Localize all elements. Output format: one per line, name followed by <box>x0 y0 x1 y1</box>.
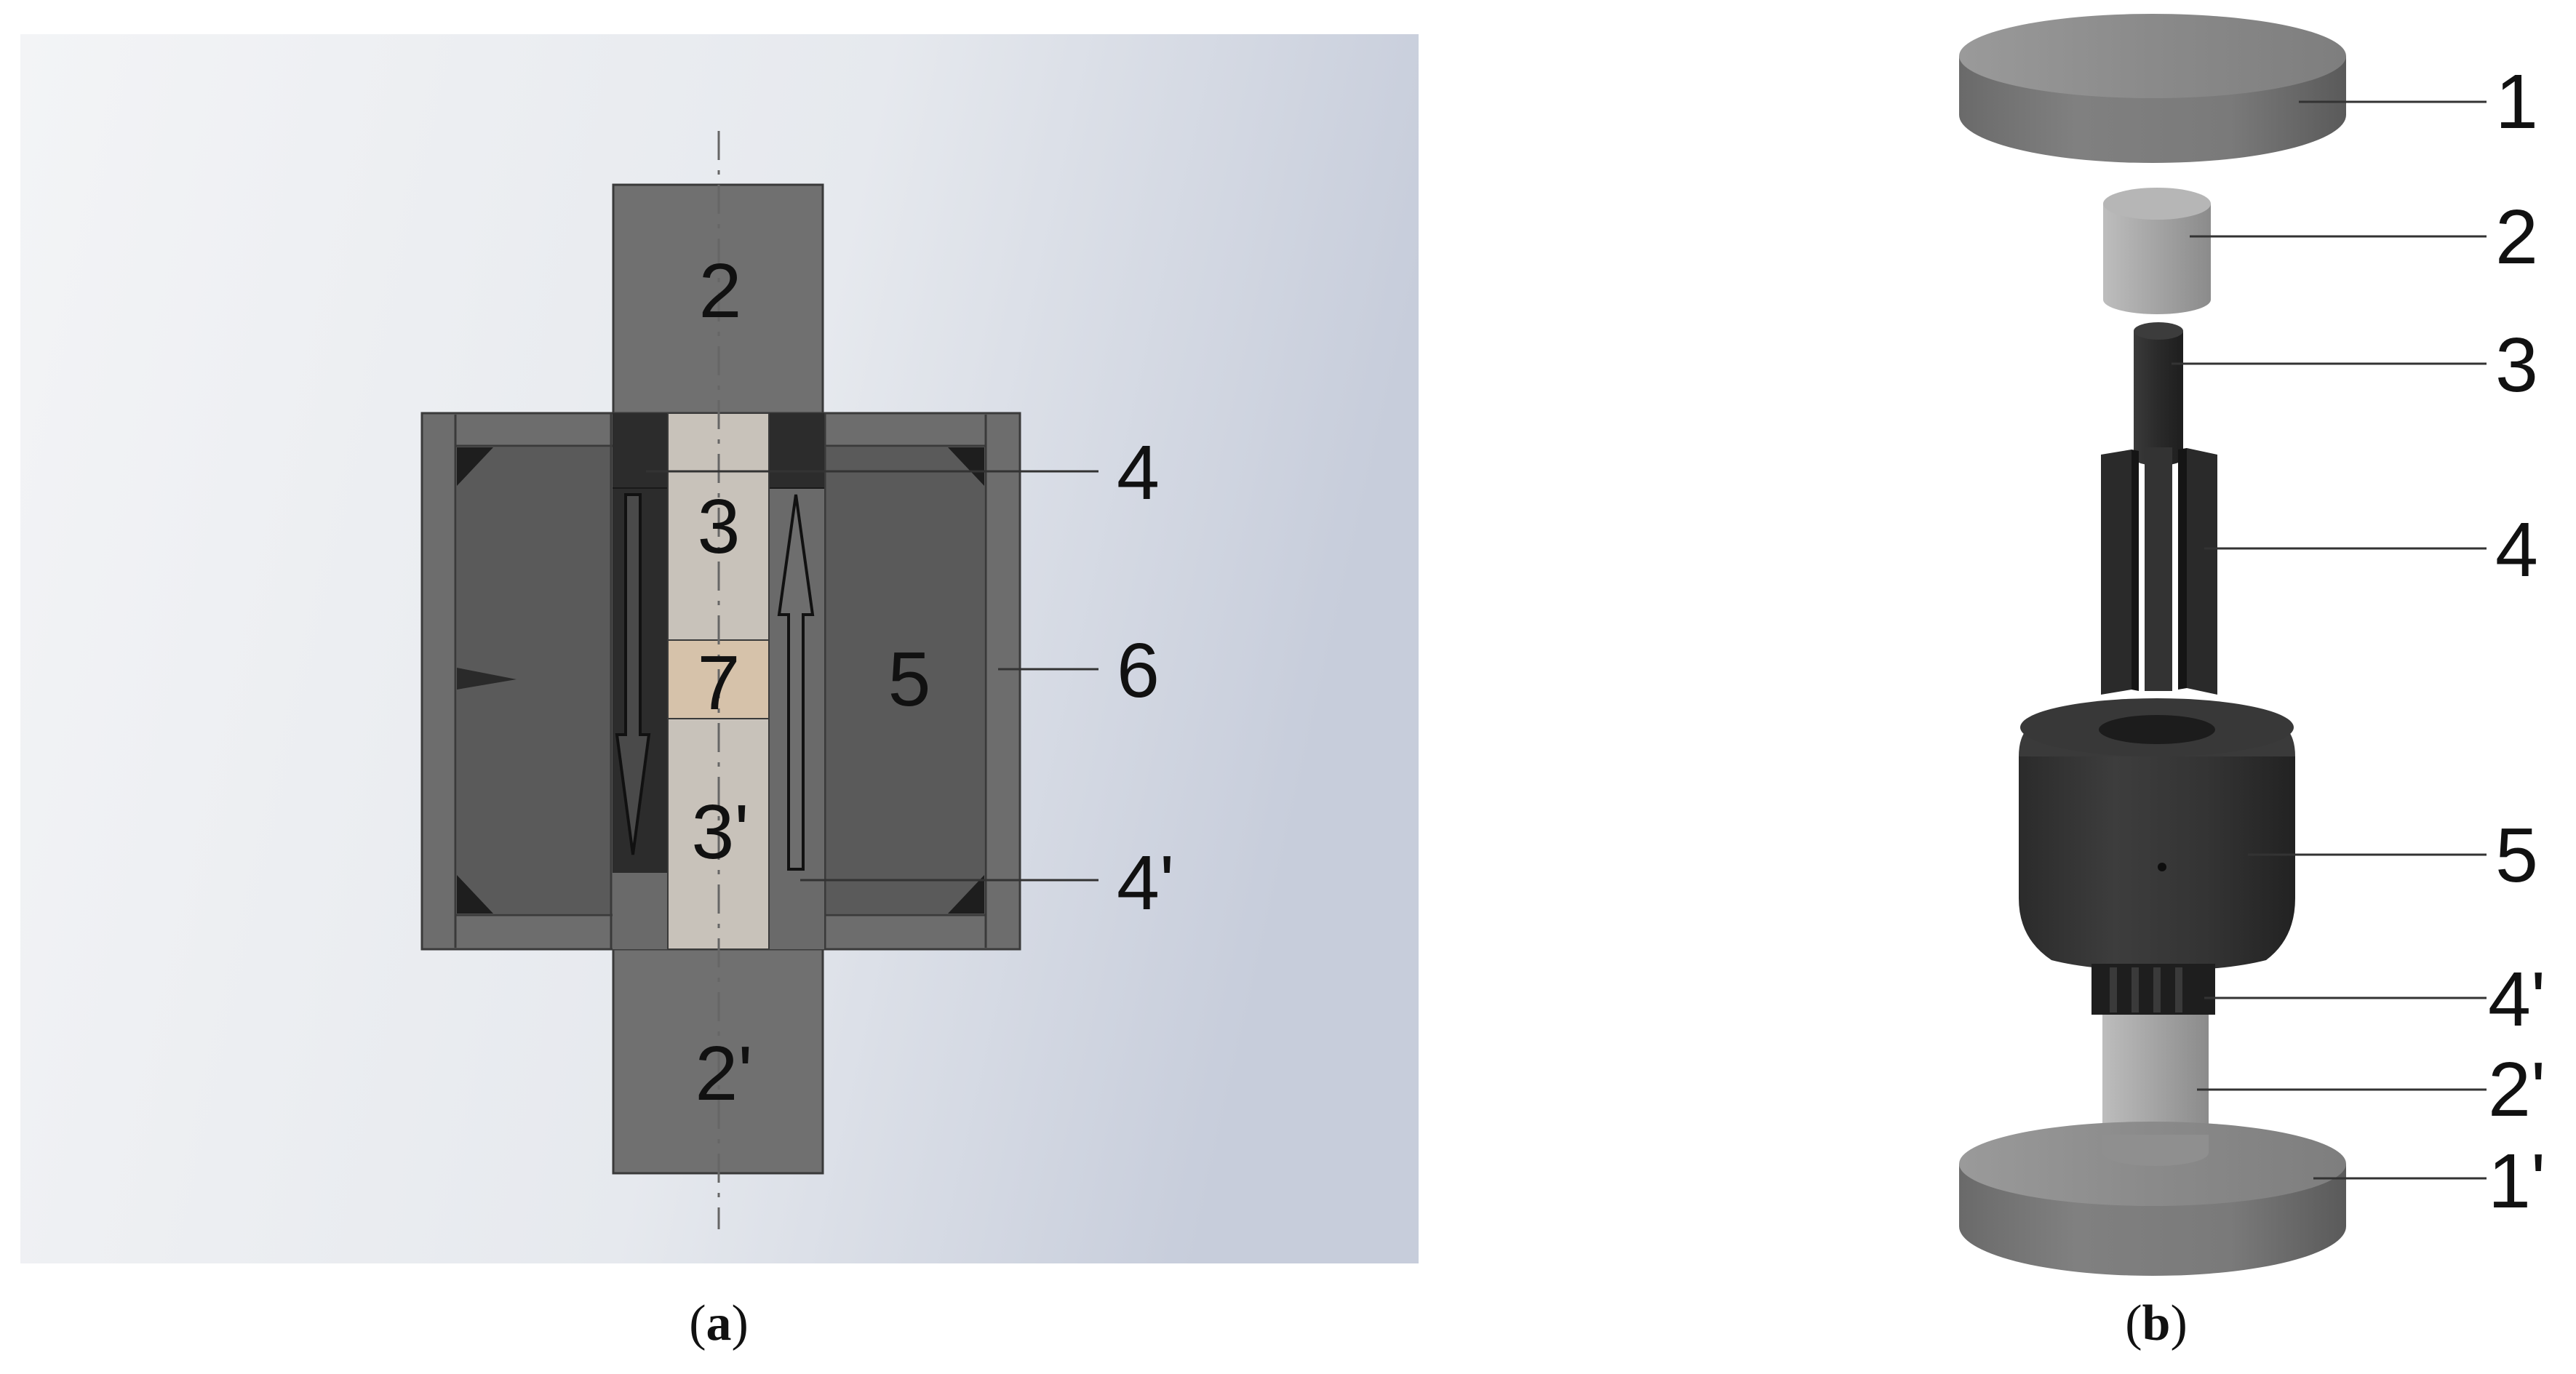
corner-wedge-bl <box>457 875 493 914</box>
caption-b-open: ( <box>2125 1295 2142 1351</box>
block-hole <box>2158 863 2166 871</box>
plate-1prime <box>1959 1122 2346 1276</box>
label-2prime: 2' <box>695 1031 752 1117</box>
segments-4prime <box>2091 964 2215 1015</box>
caption-a-open: ( <box>689 1295 706 1351</box>
callout-b4: 4 <box>2495 507 2538 593</box>
label-2: 2 <box>699 248 742 334</box>
label-5: 5 <box>888 636 931 722</box>
caption-a-close: ) <box>732 1295 749 1351</box>
punch-2 <box>2103 188 2211 314</box>
inner-block-right-5 <box>825 447 984 914</box>
rod-3 <box>2134 322 2183 466</box>
corner-wedge-tl <box>457 447 493 486</box>
arrow-up-icon <box>777 494 815 871</box>
label-3prime: 3' <box>691 789 749 875</box>
callout-4prime: 4' <box>1117 840 1174 926</box>
corner-wedge-br <box>948 875 984 914</box>
callout-b2: 2 <box>2495 194 2538 280</box>
callout-b4prime: 4' <box>2488 956 2545 1042</box>
segment-4-right <box>769 413 824 488</box>
caption-a: (a) <box>689 1295 749 1351</box>
caption-a-letter: a <box>706 1295 732 1351</box>
label-3: 3 <box>698 484 741 570</box>
caption-b-close: ) <box>2170 1295 2187 1351</box>
punch-2prime <box>2102 1015 2209 1138</box>
callout-b5: 5 <box>2495 812 2538 898</box>
panel-a: 2 3 7 5 3' 2' 4 6 4' (a) <box>20 34 1419 1351</box>
panel-b: 1 2 3 4 5 4' 2' 1' (b) <box>1959 14 2545 1351</box>
corner-wedge-tr <box>948 447 984 486</box>
block-5 <box>2019 698 2295 971</box>
caption-b-letter: b <box>2142 1295 2171 1351</box>
caption-b: (b) <box>2125 1295 2188 1351</box>
callout-b3: 3 <box>2495 322 2538 408</box>
callout-b2prime: 2' <box>2488 1047 2545 1133</box>
side-nozzle <box>457 668 517 690</box>
callout-b1prime: 1' <box>2488 1138 2545 1224</box>
label-7: 7 <box>698 640 741 726</box>
arrow-down-icon <box>615 493 651 855</box>
segments-4 <box>2101 447 2217 695</box>
segment-4prime-left <box>613 873 668 949</box>
plate-1 <box>1959 14 2346 163</box>
callout-b1: 1 <box>2495 59 2538 145</box>
callout-6: 6 <box>1117 628 1160 714</box>
callout-4: 4 <box>1117 430 1160 516</box>
